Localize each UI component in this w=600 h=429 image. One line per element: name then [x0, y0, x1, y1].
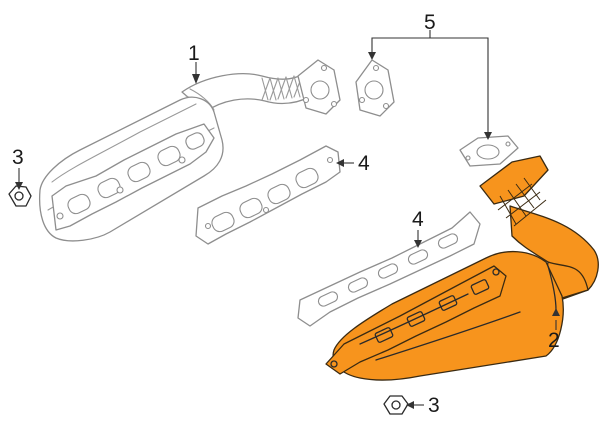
part-4-gasket-lower	[297, 211, 481, 327]
part-1-manifold-ghost	[38, 59, 341, 242]
callout-3-lower: 3	[428, 394, 440, 417]
arrow-4-lower	[414, 240, 422, 248]
callout-3-upper: 3	[12, 146, 24, 169]
callout-5: 5	[424, 11, 436, 34]
part-3-nut-lower	[383, 395, 424, 415]
callout-1: 1	[188, 42, 200, 65]
arrow-5-left	[368, 52, 376, 60]
part-5-flange-gaskets	[355, 30, 519, 167]
arrow-2	[552, 308, 560, 316]
arrow-4-upper	[336, 159, 344, 167]
arrow-3-upper	[15, 182, 23, 190]
arrow-5-right	[484, 132, 492, 140]
arrow-3-lower	[406, 401, 414, 409]
part-2-manifold-highlighted	[325, 155, 599, 381]
callout-4-upper: 4	[358, 152, 370, 175]
callout-2: 2	[548, 329, 560, 352]
arrow-1	[192, 74, 200, 84]
part-4-gasket-upper	[195, 145, 354, 245]
part-3-nut-upper	[8, 168, 32, 207]
callout-4-lower: 4	[412, 208, 424, 231]
